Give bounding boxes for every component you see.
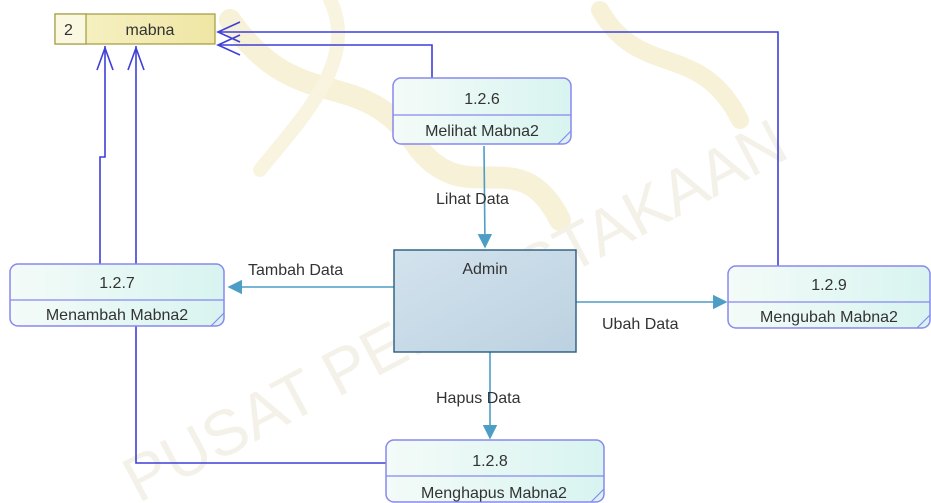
flow-menghapus-to-store bbox=[135, 324, 386, 464]
process-number: 1.2.6 bbox=[464, 91, 500, 108]
store-arrowheads bbox=[96, 21, 241, 71]
process-name: Melihat Mabna2 bbox=[425, 123, 539, 140]
process-name: Menghapus Mabna2 bbox=[421, 485, 567, 502]
process-1-2-8[interactable]: 1.2.8 Menghapus Mabna2 bbox=[385, 439, 605, 503]
label-ubah-data: Ubah Data bbox=[602, 316, 679, 333]
flow-melihat-to-store bbox=[218, 44, 433, 78]
store-flow-lines bbox=[99, 31, 779, 464]
data-store-name: mabna bbox=[126, 22, 175, 39]
external-entity-name: Admin bbox=[462, 261, 507, 278]
flow-menambah-to-store-a bbox=[99, 46, 106, 264]
process-number: 1.2.9 bbox=[811, 277, 847, 294]
flow-mengubah-to-store bbox=[218, 31, 779, 266]
flow-lihat-data bbox=[477, 145, 493, 249]
external-entity-admin[interactable]: Admin bbox=[393, 249, 577, 353]
process-1-2-9[interactable]: 1.2.9 Mengubah Mabna2 bbox=[727, 265, 931, 329]
label-lihat-data: Lihat Data bbox=[436, 191, 509, 208]
arrowhead-left-1 bbox=[96, 45, 114, 71]
data-store-mabna[interactable]: 2 mabna bbox=[54, 13, 216, 45]
arrowhead-melihat bbox=[216, 34, 241, 56]
process-number: 1.2.7 bbox=[99, 275, 135, 292]
admin-flow-lines bbox=[227, 145, 728, 440]
process-1-2-7[interactable]: 1.2.7 Menambah Mabna2 bbox=[9, 263, 225, 327]
label-tambah-data: Tambah Data bbox=[248, 262, 343, 279]
process-name: Mengubah Mabna2 bbox=[760, 309, 898, 326]
process-name: Menambah Mabna2 bbox=[46, 307, 188, 324]
label-hapus-data: Hapus Data bbox=[436, 390, 521, 407]
process-1-2-6[interactable]: 1.2.6 Melihat Mabna2 bbox=[392, 77, 572, 145]
arrowhead-left-2 bbox=[127, 45, 145, 71]
process-number: 1.2.8 bbox=[472, 453, 508, 470]
data-store-id: 2 bbox=[64, 22, 73, 39]
